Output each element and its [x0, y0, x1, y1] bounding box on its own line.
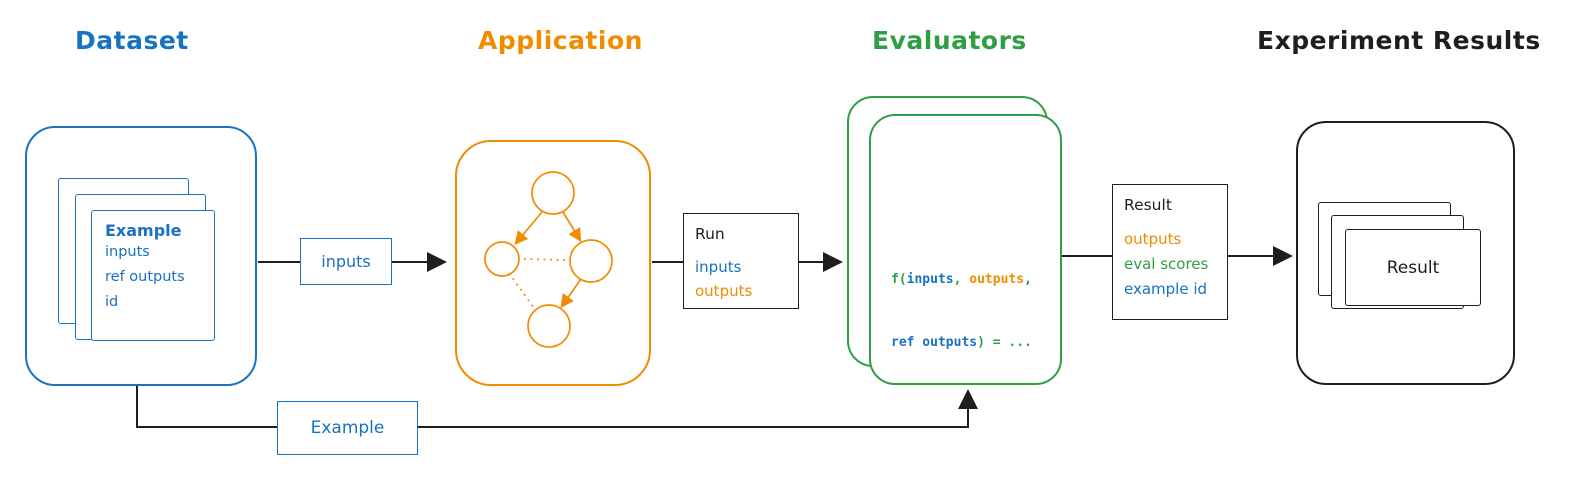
run-box-outputs: outputs — [695, 282, 753, 300]
code-ref-outputs: ref outputs — [891, 335, 978, 350]
result-box: Result outputs eval scores example id — [1112, 184, 1228, 320]
code-comma: , — [1024, 272, 1032, 287]
inputs-connector-label: inputs — [300, 238, 392, 285]
result-box-title: Result — [1124, 196, 1172, 214]
code-outputs: outputs — [969, 272, 1025, 287]
example-label-text: Example — [310, 418, 385, 438]
result-card-front: Result — [1345, 229, 1481, 306]
application-container — [455, 140, 651, 386]
code-close: ) = ... — [977, 335, 1032, 350]
example-field-id: id — [105, 294, 119, 310]
code-inputs: inputs — [906, 272, 954, 287]
result-box-outputs: outputs — [1124, 230, 1182, 248]
evaluator-function-code: f(inputs, outputs, ref outputs) = ... — [891, 227, 1032, 395]
run-box-inputs: inputs — [695, 258, 742, 276]
arrow-dataset-example-to-evaluators — [136, 386, 978, 428]
dataset-title: Dataset — [75, 26, 189, 55]
experiment-results-title: Experiment Results — [1257, 26, 1541, 55]
evaluator-code-line-2: ref outputs) = ... — [891, 332, 1032, 353]
example-connector-label: Example — [277, 401, 418, 455]
run-box-title: Run — [695, 225, 725, 243]
inputs-label-text: inputs — [321, 252, 371, 271]
example-field-inputs: inputs — [105, 244, 150, 260]
result-card-title: Result — [1386, 257, 1440, 278]
evaluator-code-line-1: f(inputs, outputs, — [891, 269, 1032, 290]
result-box-eval-scores: eval scores — [1124, 255, 1209, 273]
application-title: Application — [478, 26, 643, 55]
result-box-example-id: example id — [1124, 280, 1208, 298]
run-box: Run inputs outputs — [683, 213, 799, 309]
example-field-ref-outputs: ref outputs — [105, 269, 185, 285]
example-card-front: Example inputs ref outputs id — [91, 210, 215, 341]
evaluator-container-front — [869, 114, 1062, 385]
evaluators-title: Evaluators — [872, 26, 1027, 55]
example-card-title: Example — [105, 221, 182, 240]
code-sep: , — [953, 272, 970, 287]
code-fn: f( — [891, 272, 907, 287]
